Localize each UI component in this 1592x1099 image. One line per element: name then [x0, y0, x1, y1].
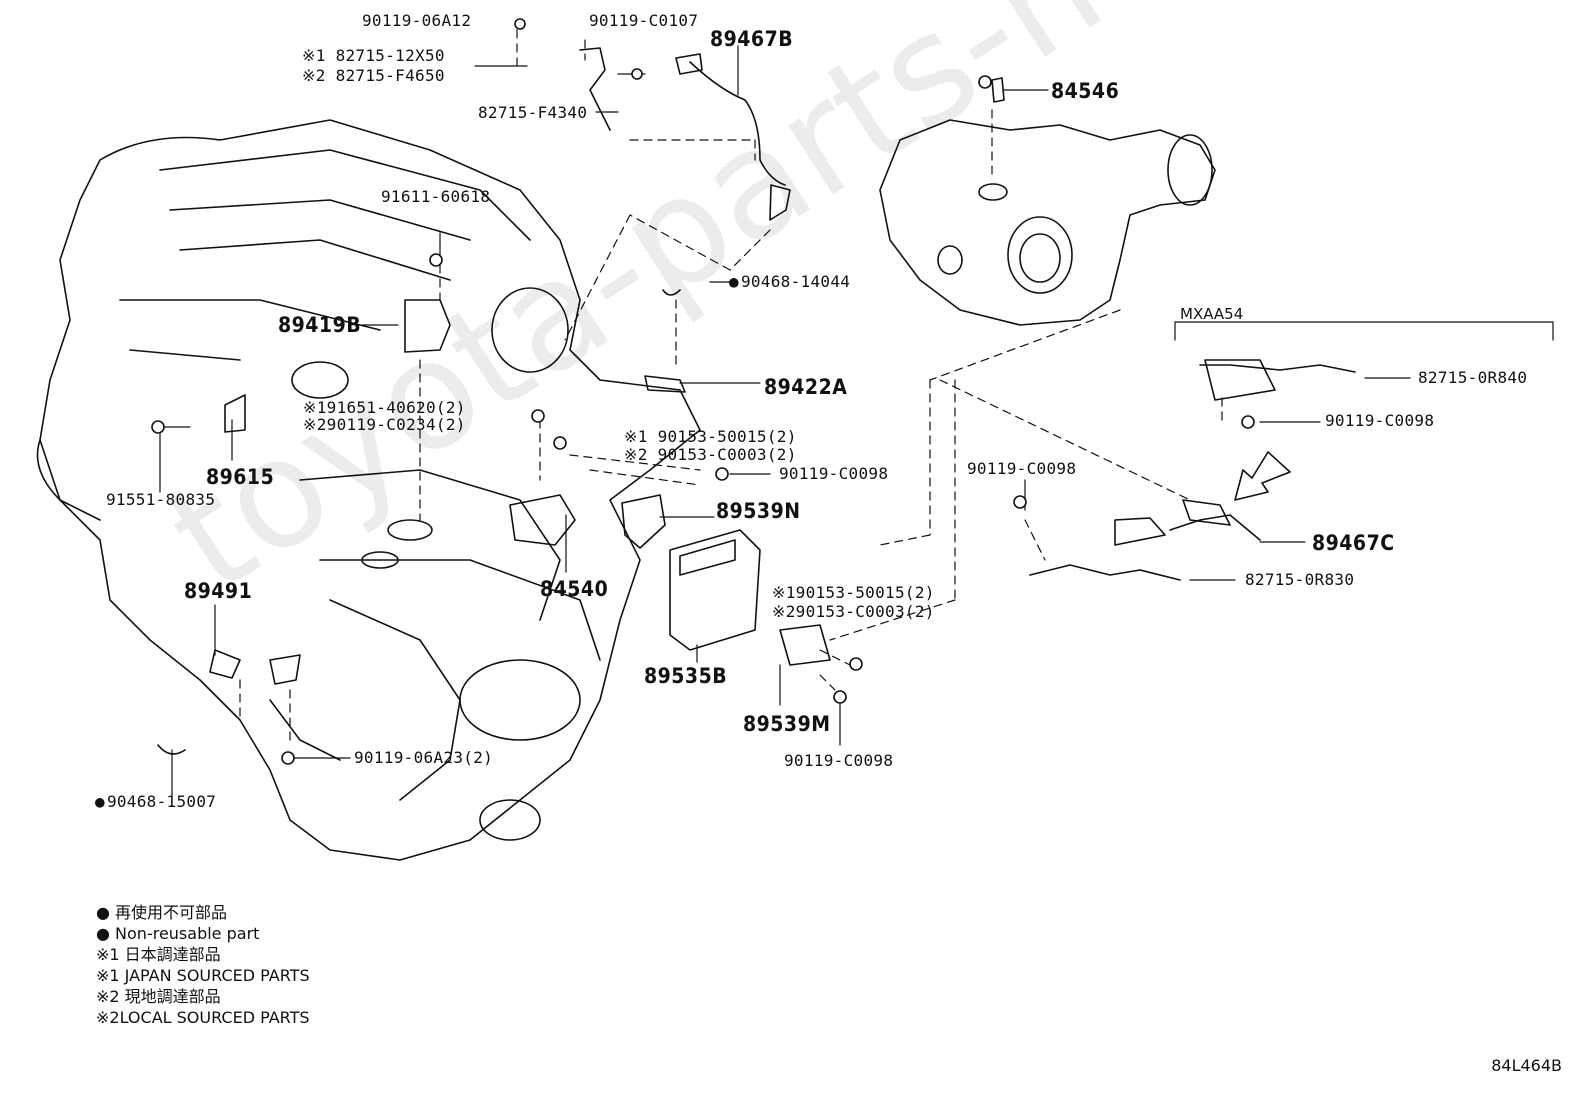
legend-japan-en: ※1 JAPAN SOURCED PARTS	[96, 966, 310, 985]
part-label-89539M[interactable]: 89539M	[743, 712, 831, 736]
part-label-89419B[interactable]: 89419B	[278, 313, 362, 337]
part-label-90119-C0098-mid[interactable]: 90119-C0098	[967, 459, 1077, 478]
harness-illustrations	[157, 47, 1356, 755]
part-label-90119-C0098-bottom[interactable]: 90119-C0098	[784, 751, 894, 770]
diagram-id: 84L464B	[1491, 1056, 1562, 1075]
part-label-89422A[interactable]: 89422A	[764, 375, 848, 399]
part-label-91651-40620[interactable]: ※191651-40620(2)	[303, 398, 466, 417]
ecu-illustration	[669, 529, 761, 651]
variant-label: MXAA54	[1180, 305, 1244, 323]
part-label-82715-12X50[interactable]: ※1 82715-12X50	[302, 46, 445, 65]
part-label-82715-0R830[interactable]: 82715-0R830	[1245, 570, 1355, 589]
part-label-90119-C0234[interactable]: ※290119-C0234(2)	[303, 415, 466, 434]
part-label-90119-C0098-center[interactable]: 90119-C0098	[779, 464, 889, 483]
legend-local-jp: ※2 現地調達部品	[96, 987, 221, 1006]
part-label-90153-C0003-lower[interactable]: ※290153-C0003(2)	[772, 602, 935, 621]
legend-nonreusable-en: Non-reusable part	[96, 923, 310, 944]
part-label-91551-80835[interactable]: 91551-80835	[106, 490, 216, 509]
part-label-84546[interactable]: 84546	[1051, 79, 1120, 103]
engine-block-illustration	[36, 119, 701, 861]
legend-local-en: ※2LOCAL SOURCED PARTS	[96, 1008, 310, 1027]
part-label-82715-F4340[interactable]: 82715-F4340	[478, 103, 588, 122]
detail-arrow	[1234, 451, 1291, 501]
bolt-icons	[151, 18, 1255, 765]
part-label-89615[interactable]: 89615	[206, 465, 275, 489]
part-label-90468-14044[interactable]: 90468-14044	[729, 273, 850, 291]
part-label-84540[interactable]: 84540	[540, 577, 609, 601]
part-label-90119-06A12[interactable]: 90119-06A12	[362, 11, 472, 30]
part-label-89467C[interactable]: 89467C	[1312, 531, 1395, 555]
part-label-89491[interactable]: 89491	[184, 579, 253, 603]
dashed-guide-lines	[239, 29, 1223, 741]
part-label-90119-C0107[interactable]: 90119-C0107	[589, 11, 699, 30]
part-label-90119-06A23[interactable]: 90119-06A23(2)	[354, 748, 494, 767]
legend-nonreusable-jp: 再使用不可部品	[96, 902, 310, 923]
part-label-90153-C0003-upper[interactable]: ※2 90153-C0003(2)	[624, 445, 797, 464]
part-label-89467B[interactable]: 89467B	[710, 27, 794, 51]
part-label-89535B[interactable]: 89535B	[644, 664, 728, 688]
part-label-90153-50015-upper[interactable]: ※1 90153-50015(2)	[624, 427, 797, 446]
legend: 再使用不可部品 Non-reusable part ※1 日本調達部品 ※1 J…	[96, 902, 310, 1028]
part-label-82715-0R840[interactable]: 82715-0R840	[1418, 368, 1528, 387]
part-label-90468-15007[interactable]: 90468-15007	[95, 793, 216, 811]
part-label-89539N[interactable]: 89539N	[716, 499, 801, 523]
part-label-82715-F4650[interactable]: ※2 82715-F4650	[302, 66, 445, 85]
transaxle-illustration	[879, 119, 1216, 326]
part-label-90153-50015-lower[interactable]: ※190153-50015(2)	[772, 583, 935, 602]
legend-japan-jp: ※1 日本調達部品	[96, 945, 221, 964]
part-label-91611-60618[interactable]: 91611-60618	[381, 187, 491, 206]
part-label-90119-C0098-right[interactable]: 90119-C0098	[1325, 411, 1435, 430]
variant-bracket	[1174, 321, 1554, 341]
